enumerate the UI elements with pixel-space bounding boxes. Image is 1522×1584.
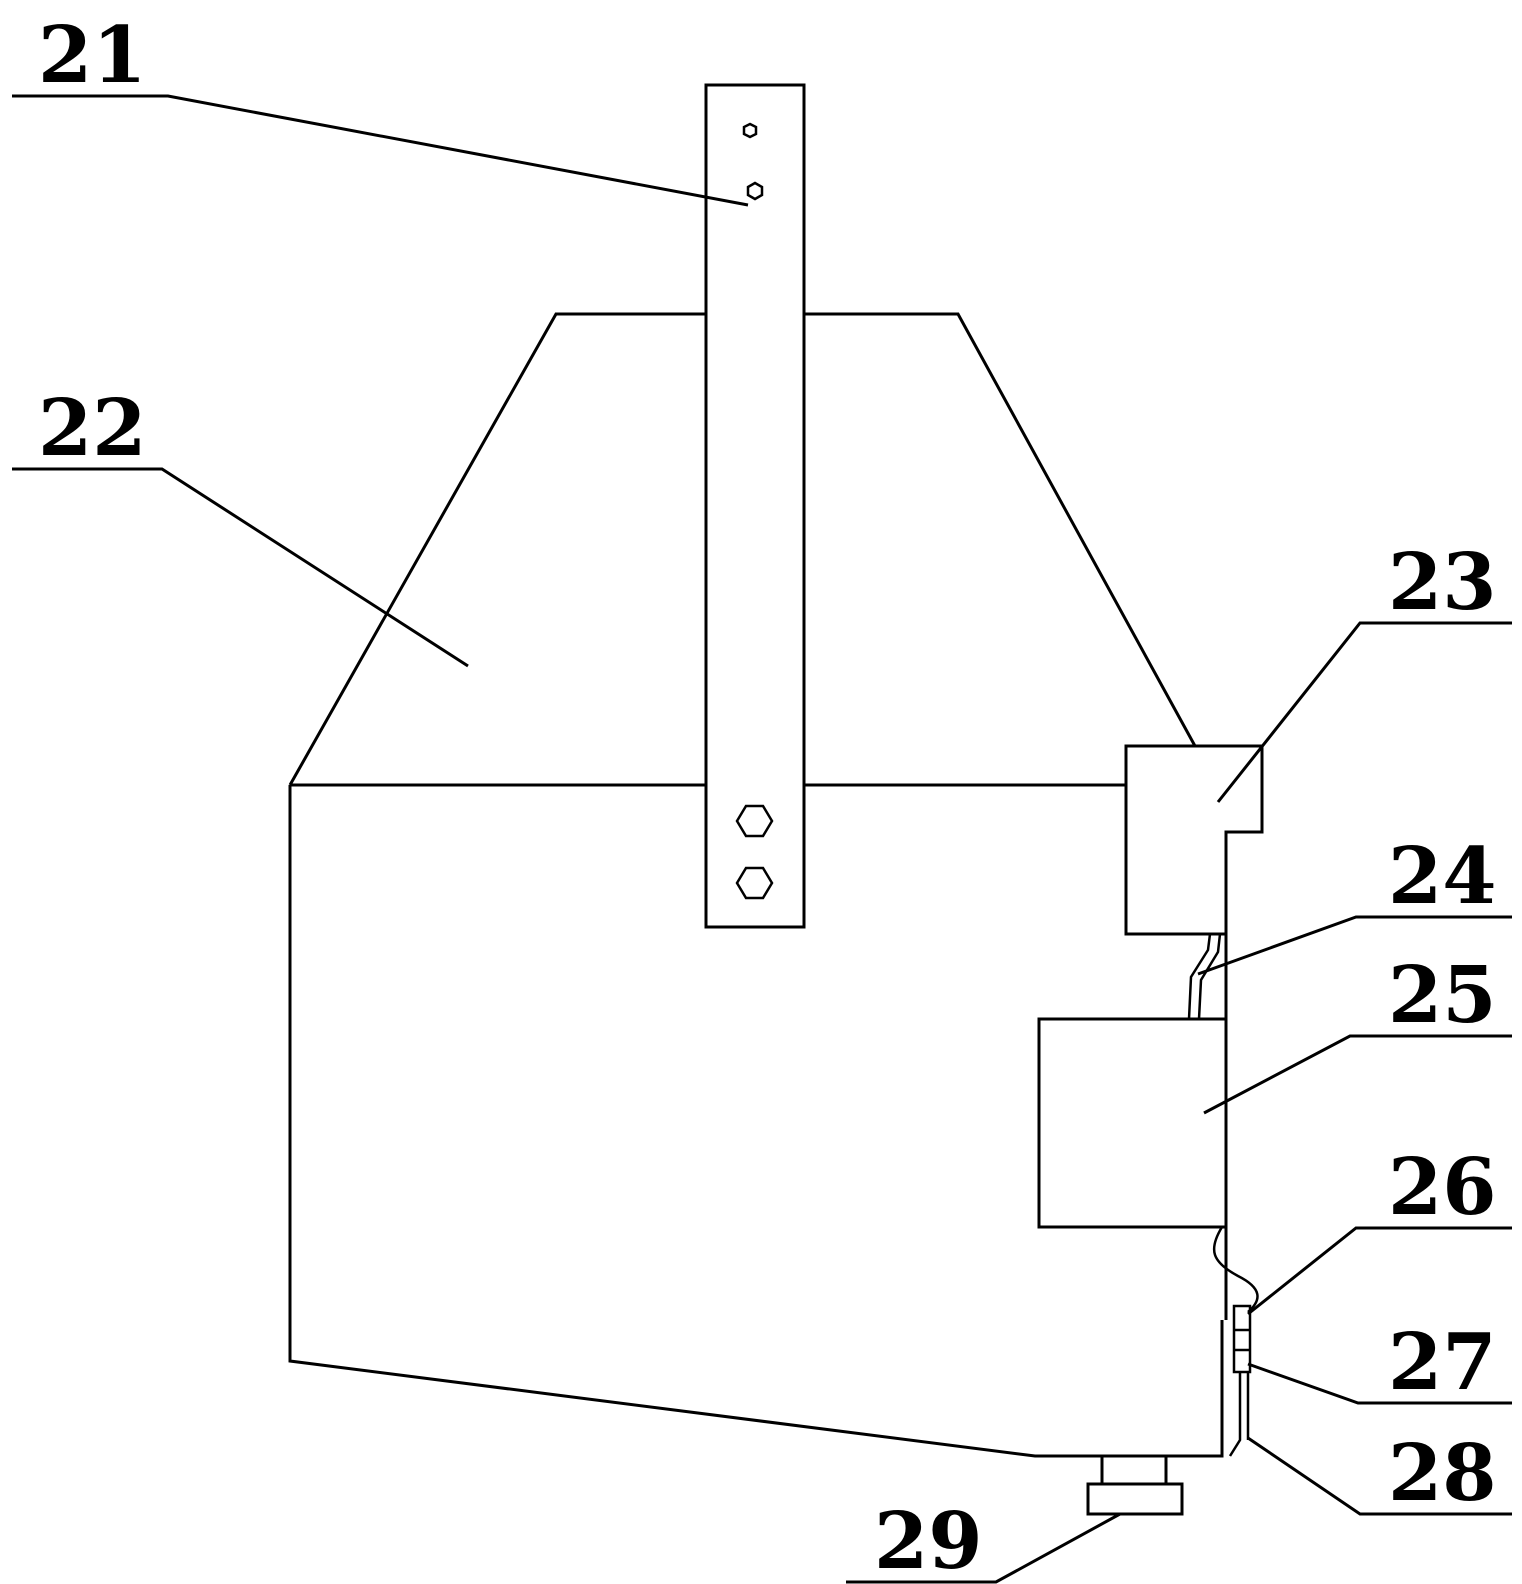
label-23: 23 <box>1388 537 1497 628</box>
wire <box>1212 1226 1259 1313</box>
label-25: 25 <box>1388 950 1497 1041</box>
tube <box>1187 933 1222 1020</box>
sensor-divider <box>1234 1328 1250 1352</box>
leader-26 <box>1247 1226 1512 1316</box>
vertical-bracket <box>704 83 806 929</box>
leader-21 <box>12 94 749 207</box>
bracket-hole-2 <box>746 181 764 201</box>
leader-23 <box>1216 621 1512 803</box>
foot-stem <box>1100 1456 1168 1484</box>
label-29: 29 <box>874 1496 983 1584</box>
leader-22 <box>12 467 469 668</box>
bracket-bolt-2 <box>735 866 774 900</box>
foot <box>1086 1482 1184 1516</box>
leader-27 <box>1247 1362 1512 1405</box>
leader-25 <box>1203 1034 1512 1115</box>
label-28: 28 <box>1388 1428 1497 1519</box>
control-box <box>1037 1017 1228 1229</box>
bracket-hole-1 <box>742 122 758 139</box>
leader-29 <box>846 1512 1121 1584</box>
label-26: 26 <box>1388 1142 1497 1233</box>
bracket-bolt-1 <box>735 804 774 838</box>
label-24: 24 <box>1388 831 1497 922</box>
label-22: 22 <box>38 383 147 474</box>
label-21: 21 <box>38 10 147 101</box>
leader-28 <box>1247 1436 1512 1516</box>
body-outline <box>288 785 1224 1458</box>
sensor <box>1232 1304 1252 1374</box>
label-27: 27 <box>1388 1317 1497 1408</box>
leader-24 <box>1197 915 1512 976</box>
hood-outline <box>288 312 1197 786</box>
rod <box>1228 1372 1250 1457</box>
